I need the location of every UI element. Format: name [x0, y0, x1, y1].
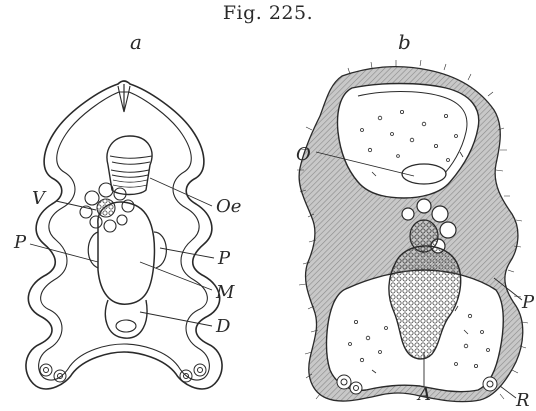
label-b-p: P: [522, 294, 534, 312]
panel-b-mouth: [402, 164, 446, 184]
panel-a-eyes: [40, 364, 206, 382]
label-a-v: V: [32, 190, 45, 208]
label-b-a: A: [418, 386, 431, 404]
label-a-oe: Oe: [216, 198, 241, 216]
panel-a-inner-body: [39, 92, 210, 380]
label-a-p-left: P: [14, 234, 26, 252]
panel-a-v-cluster: [80, 183, 134, 232]
panel-a-outer-body: [26, 81, 222, 389]
label-b-r: R: [516, 392, 530, 410]
panel-a-drawing: [26, 81, 222, 389]
label-a-m: M: [216, 284, 234, 302]
label-a-p-right: P: [218, 250, 230, 268]
panel-b-drawing: [297, 60, 528, 402]
label-b-o: O: [296, 146, 311, 164]
label-a-d: D: [216, 318, 230, 336]
